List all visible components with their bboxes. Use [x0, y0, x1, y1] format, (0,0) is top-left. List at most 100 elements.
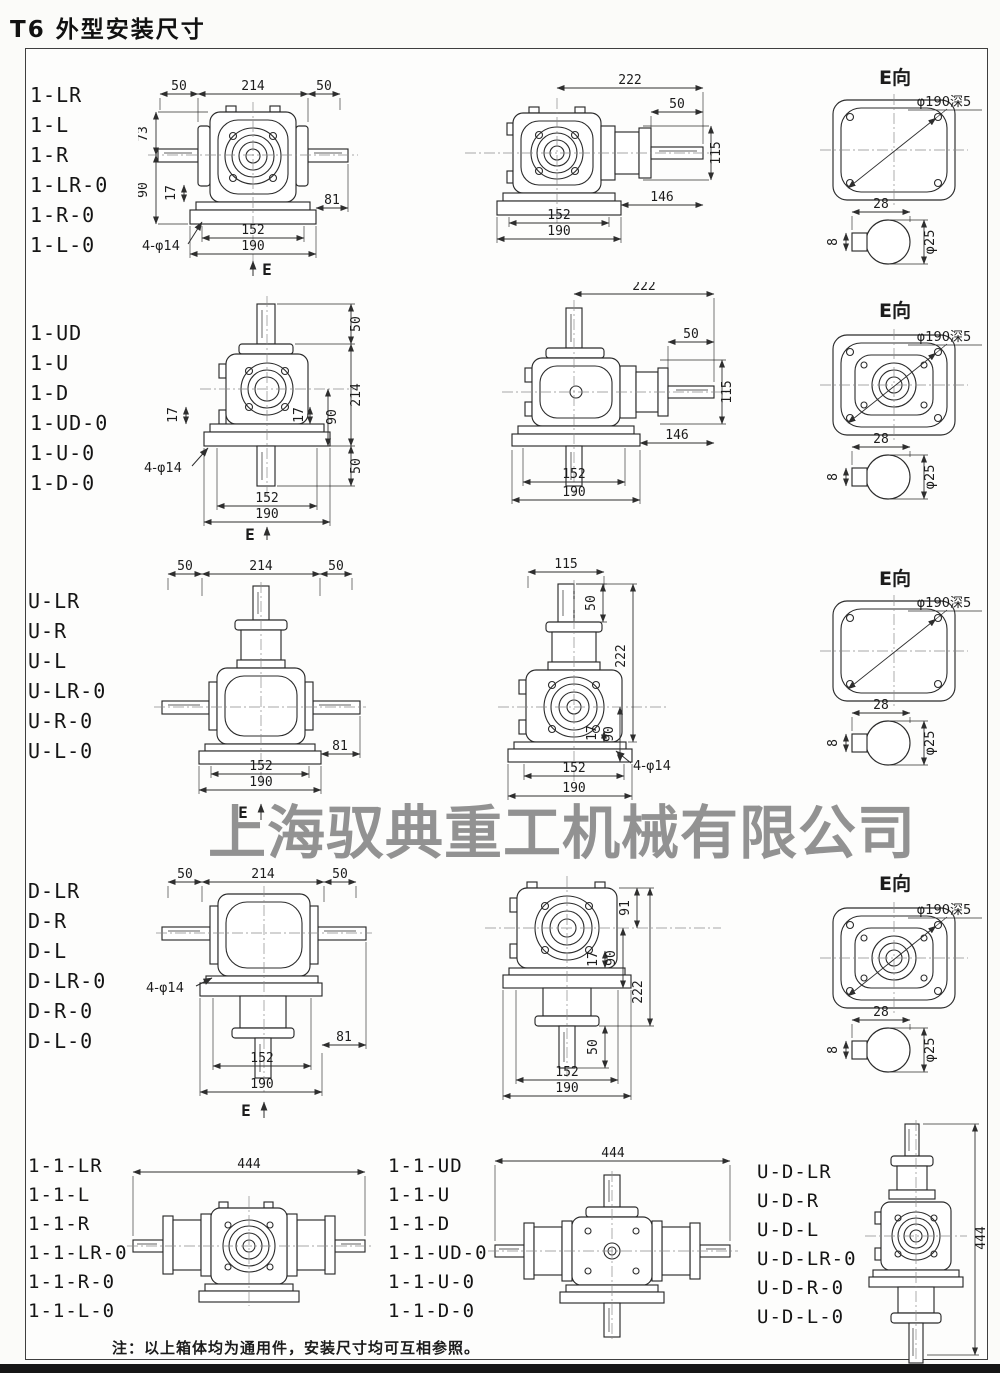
model-label: 1-R-0 [30, 203, 96, 227]
dimension-lines: 50 214 50 81 152 190 E [167, 559, 361, 822]
dim-label: 50 [669, 97, 685, 112]
model-label: 1-1-D-0 [388, 1300, 476, 1322]
dim-label: 17 [164, 185, 179, 201]
dim-label: 214 [349, 383, 364, 407]
model-label: 1-UD-0 [30, 411, 109, 435]
centerlines [154, 582, 366, 784]
model-label: 1-U-0 [30, 441, 96, 465]
dim-label: 17 [166, 407, 181, 423]
view-direction-label: E [262, 260, 272, 278]
dim-label: 214 [251, 867, 275, 882]
gearbox-outline [494, 1174, 731, 1338]
e-view-title: E向 [879, 567, 911, 590]
centerlines [156, 886, 372, 1094]
dim-label: 190 [547, 224, 570, 239]
dim-label: 50 [177, 559, 193, 574]
dim-label: 222 [618, 74, 641, 88]
drawing-row5-ud-view: 444 [488, 1146, 738, 1341]
centerlines [820, 902, 968, 1014]
dim-label: 444 [601, 1146, 625, 1161]
drawing-row2-front-view: 50 214 50 17 17 90 4-φ14 152 190 E [144, 296, 364, 542]
model-label: U-L-0 [28, 739, 94, 763]
model-label: 1-1-LR-0 [28, 1242, 128, 1264]
model-label: 1-1-L-0 [28, 1300, 116, 1322]
drawing-row1-front-view: 50 214 50 73 90 17 4-φ14 81 152 190 E [138, 79, 358, 278]
model-label: 1-1-UD [388, 1155, 463, 1177]
hole-spec-label: φ190深5 [917, 95, 972, 110]
dim-label: 50 [584, 595, 599, 611]
dim-label: 190 [249, 775, 272, 790]
dim-label: 81 [336, 1030, 352, 1045]
model-label: 1-1-UD-0 [388, 1242, 488, 1264]
dim-label: 222 [614, 644, 629, 667]
dim-label: 50 [683, 327, 699, 342]
dimension-lines: 222 50 115 146 152 190 [511, 282, 735, 504]
model-list-row3: U-LR U-R U-L U-LR-0 U-R-0 U-L-0 [28, 586, 106, 766]
model-label: 1-1-U-0 [388, 1271, 476, 1293]
dim-label: 152 [547, 208, 570, 223]
drawing-row4-mid-view: 91 17 90 222 50 152 190 [485, 876, 721, 1100]
dim-label: 8 [826, 1046, 841, 1054]
dim-label: 90 [604, 950, 619, 966]
dim-label: 214 [249, 559, 273, 574]
dim-label: 152 [241, 223, 264, 238]
model-label: 1-1-D [388, 1213, 451, 1235]
model-label: D-L [28, 939, 68, 963]
dim-label: 17 [585, 725, 600, 741]
dimension-lines: φ190深5 28 8 φ25 [826, 95, 982, 265]
dim-label: 214 [241, 79, 265, 94]
centerlines [127, 1196, 371, 1306]
model-list-row5-udlr: U-D-LR U-D-R U-D-L U-D-LR-0 U-D-R-0 U-D-… [757, 1158, 857, 1332]
dim-label: 190 [562, 485, 585, 500]
dim-label: 28 [873, 698, 889, 713]
model-label: D-LR-0 [28, 969, 107, 993]
dim-label: 152 [555, 1065, 578, 1080]
dim-label: φ25 [923, 730, 938, 755]
model-label: U-D-L [757, 1219, 820, 1241]
model-list-row5-ud: 1-1-UD 1-1-U 1-1-D 1-1-UD-0 1-1-U-0 1-1-… [388, 1152, 488, 1326]
dim-label: 81 [324, 193, 340, 208]
model-label: 1-1-R-0 [28, 1271, 116, 1293]
dim-label: 73 [138, 126, 151, 142]
dim-label: 90 [602, 726, 617, 742]
drawing-row1-side-view: 222 50 115 146 152 190 [465, 74, 724, 243]
model-label: 1-L [30, 113, 70, 137]
dim-label: 444 [974, 1226, 989, 1250]
dimension-lines: 50 214 50 4-φ14 81 152 190 E [146, 867, 367, 1120]
model-label: 1-UD [30, 321, 83, 345]
e-view-title: E向 [879, 299, 911, 322]
dim-label: 222 [632, 282, 655, 294]
model-list-row2: 1-UD 1-U 1-D 1-UD-0 1-U-0 1-D-0 [30, 318, 108, 498]
centerlines [498, 580, 668, 782]
gearbox-outline [507, 583, 633, 763]
dim-label: 152 [562, 761, 585, 776]
e-view-title: E向 [879, 872, 911, 895]
dim-label: 50 [328, 559, 344, 574]
model-label: D-R [28, 909, 68, 933]
drawing-row1-e-view: E向 φ190深5 28 8 φ25 [820, 66, 982, 265]
model-label: 1-1-L [28, 1184, 91, 1206]
dimension-lines: 444 [132, 1157, 366, 1236]
model-label: 1-LR [30, 83, 83, 107]
model-label: 1-D-0 [30, 471, 96, 495]
dimension-lines: φ190深5 28 8 φ25 [826, 330, 982, 500]
model-label: U-L [28, 649, 68, 673]
dim-label: 146 [650, 190, 673, 205]
dim-label: φ25 [923, 229, 938, 254]
dim-label: 90 [138, 182, 151, 198]
drawing-row4-front-view: 50 214 50 4-φ14 81 152 190 E [146, 867, 372, 1120]
hole-spec-label: φ190深5 [917, 903, 972, 918]
model-list-row1: 1-LR 1-L 1-R 1-LR-0 1-R-0 1-L-0 [30, 80, 108, 260]
centerlines [485, 876, 721, 1078]
centerlines [488, 1171, 738, 1341]
drawing-row2-side-view: 222 50 115 146 152 190 [502, 282, 735, 504]
model-label: 1-1-LR [28, 1155, 103, 1177]
dimension-lines: 50 214 50 73 90 17 4-φ14 81 152 190 E [138, 79, 349, 278]
company-watermark: 上海驭典重工机械有限公司 [208, 799, 917, 867]
drawing-row3-front-view: 50 214 50 81 152 190 E [154, 559, 366, 822]
model-label: 1-U [30, 351, 70, 375]
model-label: 1-R [30, 143, 70, 167]
model-label: U-LR [28, 589, 81, 613]
dim-label: 17 [586, 951, 601, 967]
